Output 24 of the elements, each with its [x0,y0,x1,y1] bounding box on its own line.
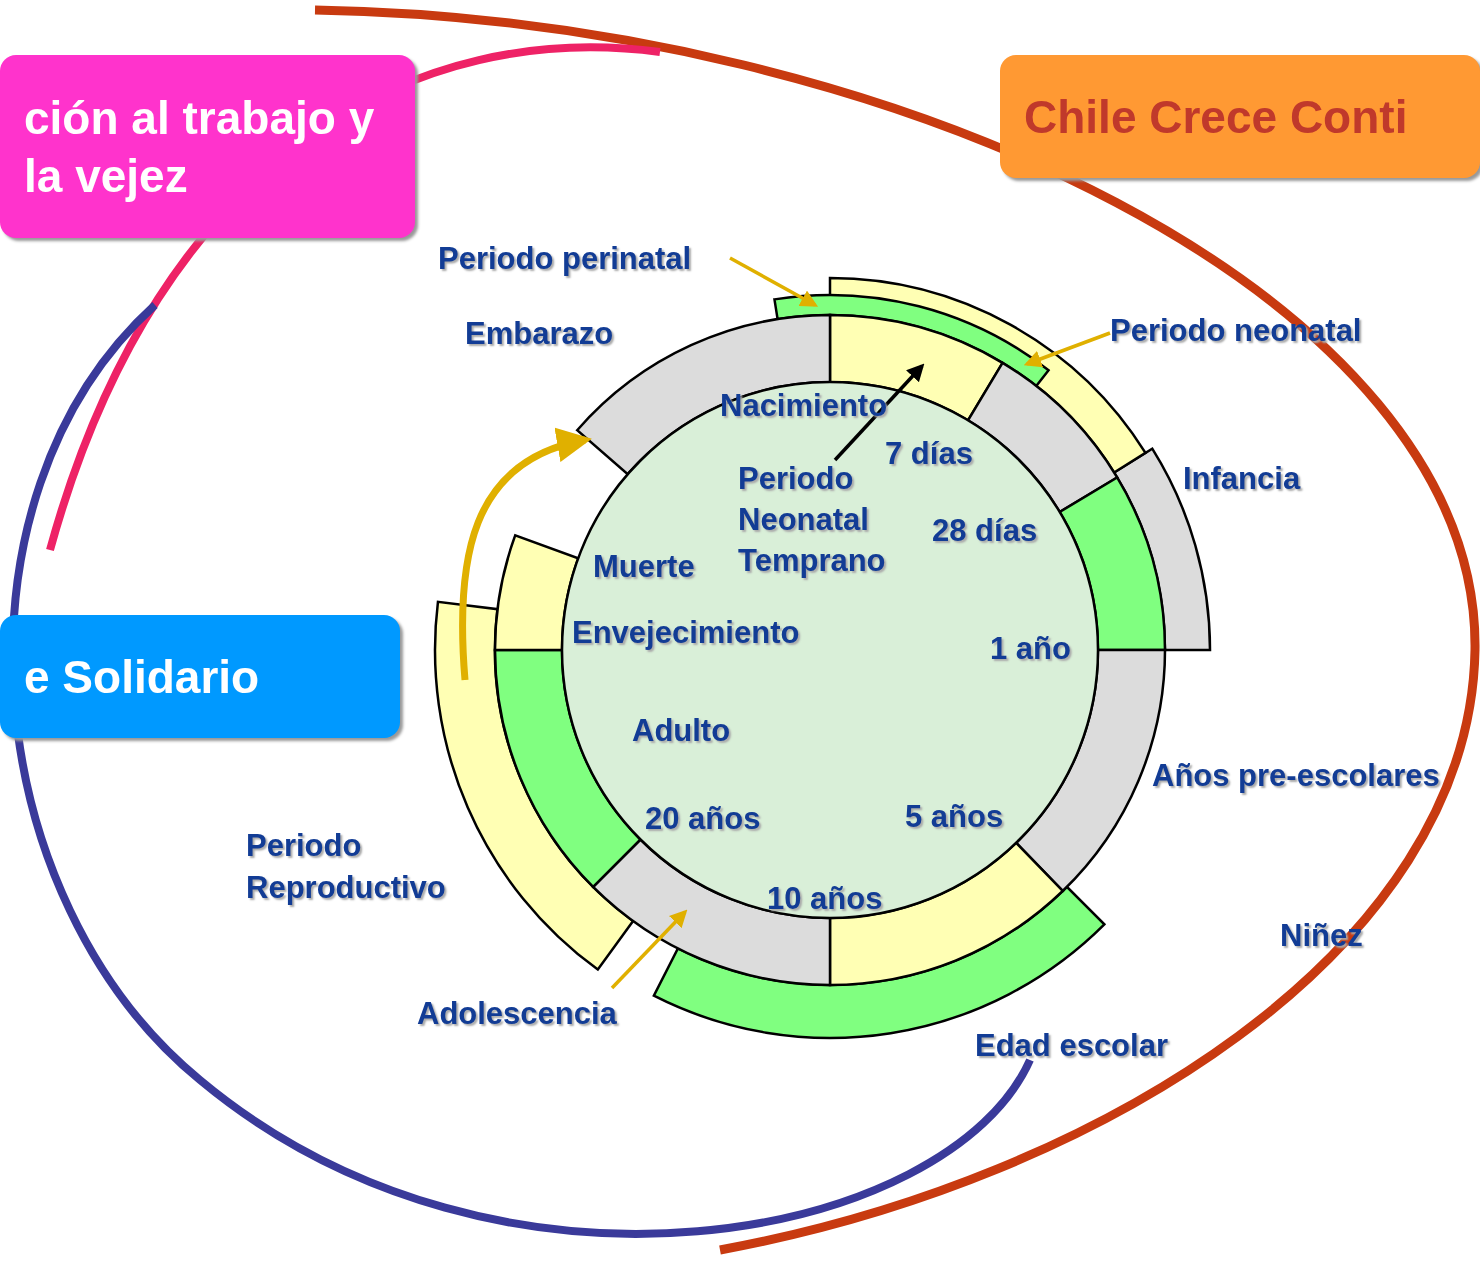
stage-label: Embarazo [465,315,614,353]
stage-label: 1 año [990,630,1071,668]
program-banner: Chile Crece Conti [1000,55,1480,178]
arrow [833,363,925,462]
stage-label: 7 días [885,435,973,473]
stage-label: Adulto [632,712,731,750]
arrow [458,429,592,681]
arrow [729,256,819,307]
program-banner: e Solidario [0,615,400,738]
stage-label: Periodo perinatal [438,238,692,280]
stage-label: 10 años [767,880,883,918]
stage-label: 28 días [932,512,1038,550]
arrow [1023,331,1111,368]
stage-label: Edad escolar [975,1027,1168,1065]
stage-label: 5 años [905,798,1004,836]
stage-label: Años pre-escolares [1152,757,1440,795]
stage-label: Envejecimiento [572,614,800,652]
stage-label: Adolescencia [417,993,617,1035]
stage-label: 20 años [645,800,761,838]
stage-label: Periodo Reproductivo [246,827,447,907]
stage-label: Muerte [593,548,695,586]
program-banner: ción al trabajo y la vejez [0,55,415,238]
stage-label: Infancia [1183,460,1301,498]
arrow [610,909,688,990]
